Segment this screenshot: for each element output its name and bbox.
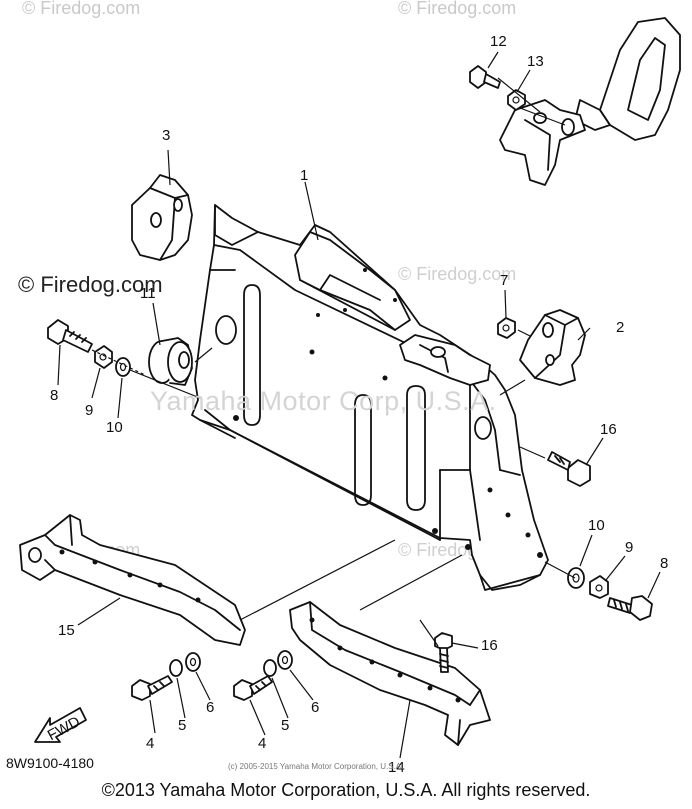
lower-bolt-stack-left [131, 652, 201, 701]
callout-10b: 10 [588, 517, 605, 534]
callout-12: 12 [490, 33, 507, 50]
callout-6a: 6 [206, 699, 214, 716]
part-14-right-rail [289, 601, 491, 746]
callout-10a: 10 [106, 419, 123, 436]
watermark-mid-left: © Firedog.com [18, 272, 163, 297]
callout-15: 15 [58, 622, 75, 639]
callout-1: 1 [300, 167, 308, 184]
callout-4a: 4 [146, 735, 154, 752]
part-handle-assembly [469, 17, 681, 186]
diagram-code: 8W9100-4180 [6, 755, 94, 771]
lower-bolt-stack-right [233, 650, 293, 701]
footer-copyright: ©2013 Yamaha Motor Corporation, U.S.A. A… [101, 780, 591, 800]
callout-7: 7 [500, 272, 508, 289]
callout-5b: 5 [281, 717, 289, 734]
watermark-center: Yamaha Motor Corp, U.S.A. [150, 386, 497, 416]
callout-16a: 16 [600, 421, 617, 438]
callout-13: 13 [527, 53, 544, 70]
fwd-arrow: FWD [34, 707, 87, 744]
part-3-bracket [131, 174, 193, 261]
callout-8a: 8 [50, 387, 58, 404]
callout-9a: 9 [85, 402, 93, 419]
small-copyright: (c) 2005-2015 Yamaha Motor Corporation, … [228, 762, 404, 771]
leader-lines [57, 51, 661, 759]
watermark-top-left: © Firedog.com [22, 0, 141, 18]
callout-5a: 5 [178, 717, 186, 734]
right-lower-bolt-set [567, 567, 653, 621]
part-11-rubber-mount [148, 337, 193, 386]
callout-9b: 9 [625, 539, 633, 556]
assembly-lines [129, 77, 576, 647]
watermark-mid-right: © Firedog.com [398, 264, 517, 284]
left-bolt-set [47, 319, 146, 377]
callout-2: 2 [616, 319, 624, 336]
callout-8b: 8 [660, 555, 668, 572]
callout-14: 14 [388, 759, 405, 776]
part-1-mount-frame [191, 204, 549, 591]
bolt-16-lower [434, 632, 453, 673]
callout-6b: 6 [311, 699, 319, 716]
watermark-top-right: © Firedog.com [398, 0, 517, 18]
bolt-16-upper [547, 451, 591, 487]
right-nut-7 [497, 317, 516, 339]
callout-3: 3 [162, 127, 170, 144]
callout-11: 11 [140, 285, 156, 302]
part-15-left-rail [19, 514, 246, 646]
callout-16b: 16 [481, 637, 498, 654]
callout-numbers: 1 2 3 4 4 5 5 6 6 7 8 8 9 9 10 10 11 12 … [50, 33, 668, 776]
part-2-bracket [519, 309, 586, 386]
callout-4b: 4 [258, 735, 266, 752]
